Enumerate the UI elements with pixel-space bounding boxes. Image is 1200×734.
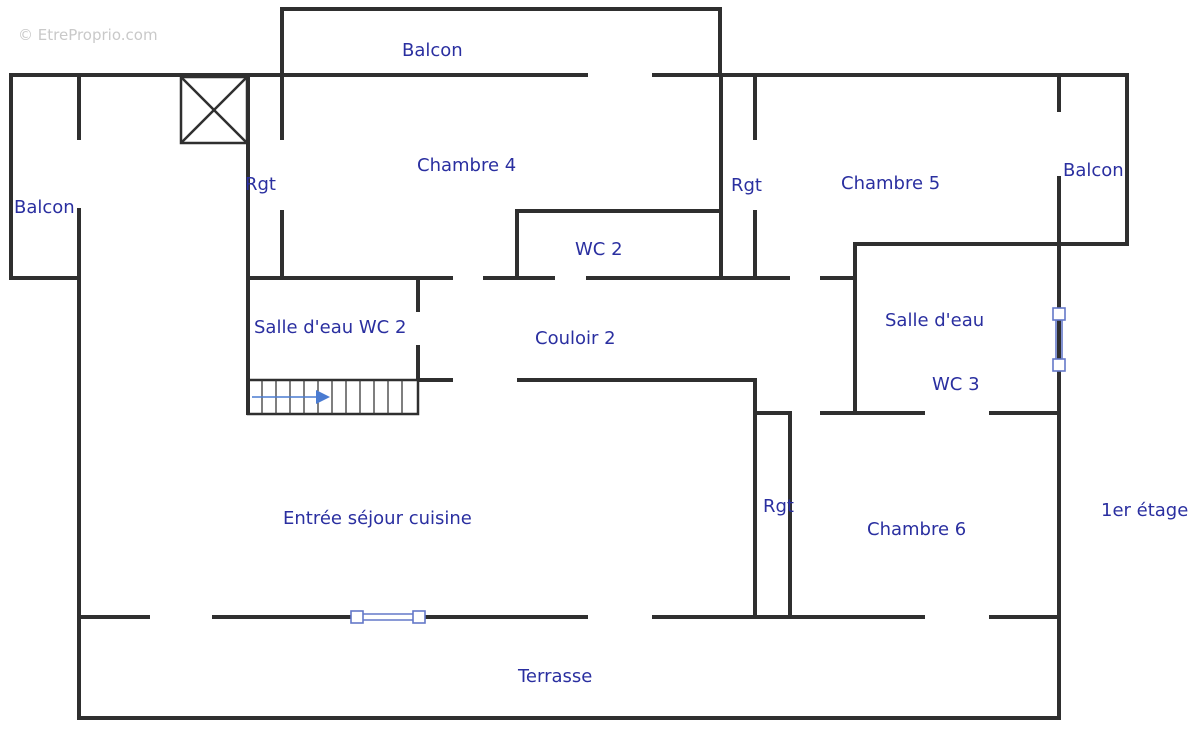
staircase [246, 378, 420, 416]
balcony-right-wall [1060, 73, 1129, 246]
window-bottom [350, 610, 426, 624]
wall-y380-b [517, 378, 757, 618]
label-salle-eau: Salle d'eau [885, 310, 984, 331]
wc2-wall [515, 209, 721, 278]
label-salle-eau-wc2: Salle d'eau WC 2 [254, 317, 406, 338]
window-right [1052, 307, 1066, 372]
terrasse-wall [77, 617, 1061, 720]
label-wc-2: WC 2 [575, 239, 623, 260]
label-balcon-top: Balcon [402, 40, 463, 61]
label-sejour: Entrée séjour cuisine [283, 508, 472, 529]
label-couloir-2: Couloir 2 [535, 328, 616, 349]
label-rgt-1: Rgt [245, 174, 276, 195]
stair-outline [246, 378, 420, 416]
window-right-bottom-node [1052, 358, 1066, 372]
label-rgt-2: Rgt [731, 175, 762, 196]
label-terrasse: Terrasse [517, 666, 592, 687]
salle-eau-wall [853, 242, 1059, 413]
window-bottom-left-node [350, 610, 364, 624]
balcony-left-wall [9, 73, 78, 280]
label-chambre-4: Chambre 4 [417, 155, 516, 176]
label-balcon-left: Balcon [14, 197, 75, 218]
room-labels: Balcon Balcon Balcon Rgt Chambre 4 Rgt C… [14, 40, 1188, 687]
watermark-text: © EtreProprio.com [18, 26, 158, 44]
duct-cross-2 [180, 76, 248, 144]
label-rgt-3: Rgt [763, 496, 794, 517]
stair-arrow-icon [316, 390, 330, 404]
label-wc-3: WC 3 [932, 374, 980, 395]
label-chambre-6: Chambre 6 [867, 519, 966, 540]
rgt3-wall [757, 411, 792, 618]
window-bottom-right-node [412, 610, 426, 624]
label-balcon-right: Balcon [1063, 160, 1124, 181]
label-chambre-5: Chambre 5 [841, 173, 940, 194]
window-right-top-node [1052, 307, 1066, 321]
label-floor: 1er étage [1101, 500, 1188, 521]
walls [9, 7, 1129, 720]
